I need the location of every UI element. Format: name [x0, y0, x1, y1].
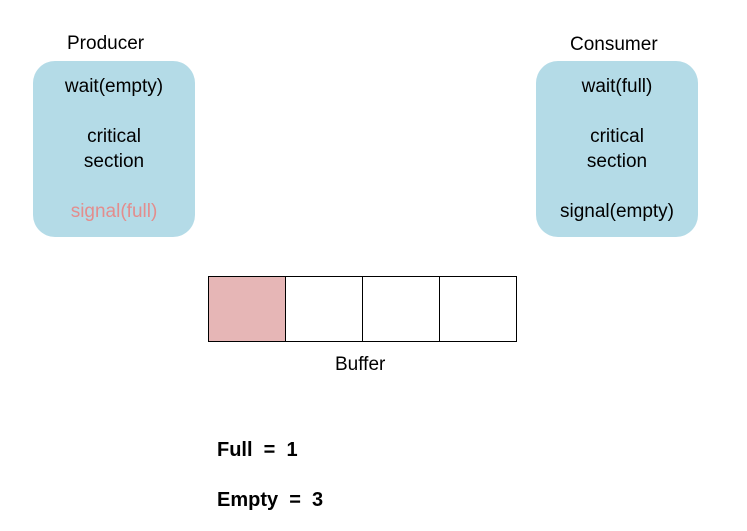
- producer-section-label: section: [83, 151, 145, 172]
- producer-box: wait(empty) critical section signal(full…: [33, 61, 195, 237]
- buffer-slot: [286, 277, 363, 341]
- full-counter: Full = 1: [217, 439, 298, 461]
- buffer-slot: [440, 277, 517, 341]
- empty-counter: Empty = 3: [217, 489, 324, 511]
- producer-critical-label: critical: [87, 126, 141, 147]
- consumer-wait-step: wait(full): [581, 76, 653, 97]
- consumer-signal-step: signal(empty): [559, 201, 675, 222]
- producer-wait-step: wait(empty): [64, 76, 164, 97]
- buffer-label: Buffer: [335, 354, 386, 375]
- buffer: [208, 276, 517, 342]
- consumer-title: Consumer: [570, 34, 658, 55]
- buffer-slot: [209, 277, 286, 341]
- producer-signal-step: signal(full): [70, 201, 158, 222]
- consumer-box: wait(full) critical section signal(empty…: [536, 61, 698, 237]
- consumer-section-label: section: [586, 151, 648, 172]
- producer-title: Producer: [67, 33, 145, 54]
- consumer-critical-label: critical: [590, 126, 644, 147]
- buffer-slot: [363, 277, 440, 341]
